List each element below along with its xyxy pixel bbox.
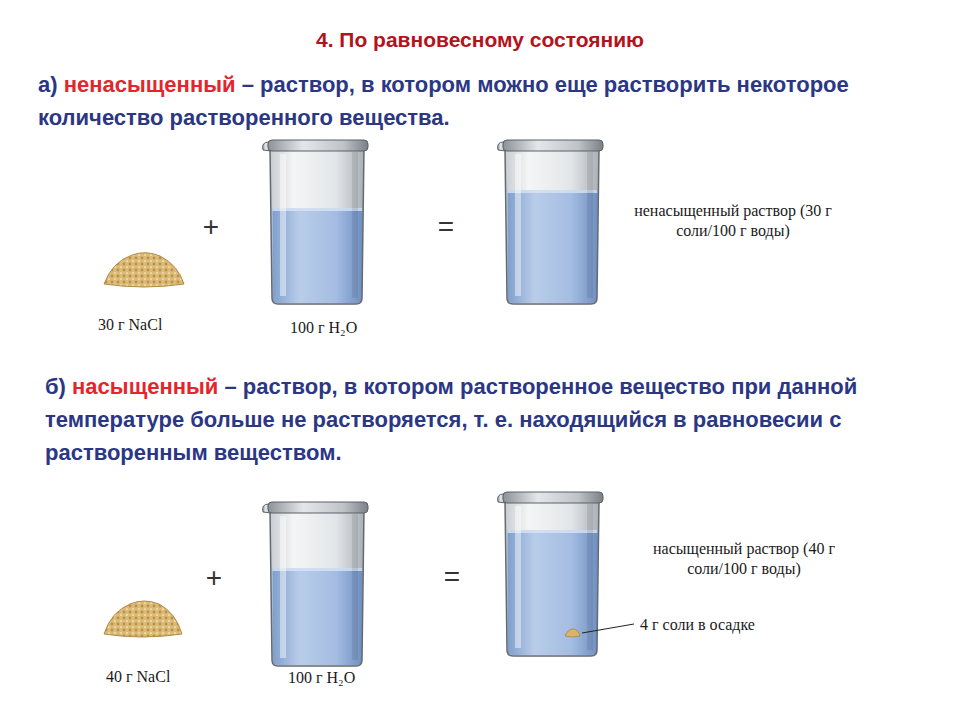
beaker-solution — [498, 492, 603, 656]
substance-label: 100 г H₂O — [288, 668, 355, 688]
definition-text: а)ненасыщенный– раствор, в котором можно… — [38, 68, 908, 134]
beaker-solution — [498, 140, 603, 304]
beaker-label: насыщенный раствор (40 г соли/100 г воды… — [635, 539, 853, 579]
equals-sign: = — [444, 561, 460, 593]
substance-label: 30 г NaCl — [98, 315, 162, 335]
substance-label: 100 г H₂O — [290, 318, 357, 338]
beaker-water — [263, 502, 368, 666]
salt-pile — [104, 601, 182, 637]
plus-sign: + — [206, 562, 222, 594]
definition: а) — [38, 72, 58, 97]
equals-sign: = — [438, 211, 454, 243]
beaker-label: ненасыщенный раствор (30 г соли/100 г во… — [622, 201, 844, 241]
leader-line — [582, 624, 634, 633]
callout-label: 4 г соли в осадке — [640, 615, 755, 635]
salt-pile — [104, 253, 184, 287]
term: ненасыщенный — [64, 72, 236, 97]
precipitate — [565, 629, 580, 637]
substance-label: 40 г NaCl — [106, 667, 170, 687]
beaker-water — [263, 140, 368, 304]
definition-text: б)насыщенный– раствор, в котором раствор… — [45, 370, 895, 469]
definition: б) — [45, 374, 66, 399]
term: насыщенный — [72, 374, 218, 399]
slide-title: 4. По равновесному состоянию — [0, 28, 960, 52]
plus-sign: + — [203, 211, 219, 243]
